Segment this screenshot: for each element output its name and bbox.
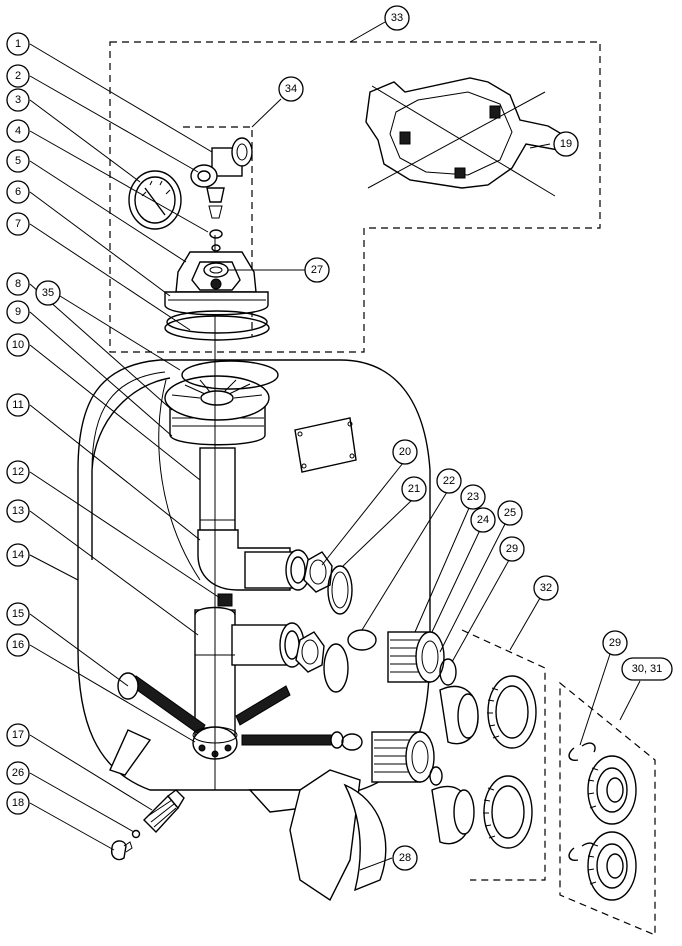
- callout-9-label: 9: [15, 306, 21, 318]
- callout-4-label: 4: [15, 125, 21, 137]
- callout-23-label: 23: [467, 491, 479, 503]
- callout-14-label: 14: [12, 549, 24, 561]
- callout-20-label: 20: [399, 446, 411, 458]
- callout-17: 17: [6, 723, 30, 747]
- callout-16: 16: [6, 633, 30, 657]
- kit-30-31-dashed-boundary: [559, 681, 656, 936]
- callout-7: 7: [6, 212, 30, 236]
- callout-32: 32: [533, 575, 559, 601]
- callout-8-label: 8: [15, 278, 21, 290]
- callout-26-label: 26: [12, 767, 24, 779]
- callout-6: 6: [6, 180, 30, 204]
- callout-13: 13: [6, 499, 30, 523]
- callout-29-upper-label: 29: [506, 543, 518, 555]
- callout-19: 19: [553, 131, 579, 157]
- callout-32-label: 32: [540, 582, 552, 594]
- lid-o-ring: [166, 310, 268, 334]
- leader-lines: [29, 21, 641, 871]
- callout-1-label: 1: [15, 38, 21, 50]
- pressure-gauge: [128, 170, 182, 230]
- air-relief-tube-inner: [158, 379, 201, 581]
- callout-21: 21: [401, 476, 427, 502]
- callout-10: 10: [6, 333, 30, 357]
- lower-port-parts: [295, 631, 533, 849]
- callout-2: 2: [6, 64, 30, 88]
- union-fittings: [568, 742, 637, 901]
- callout-35: 35: [35, 280, 61, 306]
- callout-3-label: 3: [15, 94, 21, 106]
- air-relief-plug: [217, 593, 233, 607]
- callout-4: 4: [6, 119, 30, 143]
- callout-6-label: 6: [15, 186, 21, 198]
- callout-14: 14: [6, 543, 30, 567]
- callout-18-label: 18: [12, 797, 24, 809]
- callout-22-label: 22: [443, 475, 455, 487]
- callout-25: 25: [497, 500, 523, 526]
- callout-8: 8: [6, 272, 30, 296]
- callout-29-lower: 29: [602, 630, 628, 656]
- callout-1: 1: [6, 32, 30, 56]
- callout-11-label: 11: [12, 399, 23, 411]
- callout-27-label: 27: [311, 264, 323, 276]
- callout-28-label: 28: [399, 852, 411, 864]
- callout-13-label: 13: [12, 505, 24, 517]
- callout-18: 18: [6, 791, 30, 815]
- callout-23: 23: [460, 484, 486, 510]
- callout-27: 27: [304, 257, 330, 283]
- callout-35-label: 35: [42, 287, 54, 299]
- callout-24: 24: [470, 507, 496, 533]
- callout-12-label: 12: [12, 466, 24, 478]
- callout-2-label: 2: [15, 70, 21, 82]
- callout-29-upper: 29: [499, 536, 525, 562]
- callout-30-31-label: 30, 31: [632, 663, 663, 675]
- callout-28: 28: [392, 845, 418, 871]
- o-rings: [209, 229, 223, 252]
- callout-9: 9: [6, 300, 30, 324]
- callout-25-label: 25: [504, 507, 516, 519]
- upper-diffuser: [164, 360, 279, 446]
- callout-10-label: 10: [12, 339, 24, 351]
- callout-16-label: 16: [12, 639, 24, 651]
- callout-3: 3: [6, 88, 30, 112]
- callout-34-label: 34: [285, 83, 297, 95]
- callout-33: 33: [384, 5, 410, 31]
- filter-base-stand: [289, 769, 387, 902]
- callout-22: 22: [436, 468, 462, 494]
- callout-19-label: 19: [560, 138, 572, 150]
- callout-17-label: 17: [12, 729, 24, 741]
- callout-20: 20: [392, 439, 418, 465]
- upper-elbow-pipe: [197, 529, 311, 591]
- callout-34: 34: [278, 76, 304, 102]
- lid-clamp-ring: [164, 315, 270, 341]
- callout-12: 12: [6, 460, 30, 484]
- standpipe: [199, 447, 236, 534]
- tee-fitting: [190, 137, 253, 219]
- callout-33-label: 33: [391, 12, 403, 24]
- callout-30-31: 30, 31: [621, 657, 673, 681]
- callout-15-label: 15: [12, 608, 24, 620]
- callout-5: 5: [6, 149, 30, 173]
- callout-15: 15: [6, 602, 30, 626]
- callout-5-label: 5: [15, 155, 21, 167]
- upper-port-parts: [303, 551, 537, 749]
- callout-24-label: 24: [477, 514, 489, 526]
- drain-assembly: [110, 789, 185, 861]
- callout-21-label: 21: [408, 483, 420, 495]
- valve-wrench: [365, 77, 574, 197]
- kit-32-dashed-boundary: [461, 629, 546, 881]
- filter-lid: [164, 251, 269, 316]
- callout-11: 11: [6, 393, 30, 417]
- laterals: [117, 672, 344, 760]
- kit-33-dashed-boundary: [109, 41, 601, 353]
- callout-26: 26: [6, 761, 30, 785]
- callout-29-lower-label: 29: [609, 637, 621, 649]
- kit-34-dashed-boundary: [183, 126, 253, 336]
- callout-7-label: 7: [15, 218, 21, 230]
